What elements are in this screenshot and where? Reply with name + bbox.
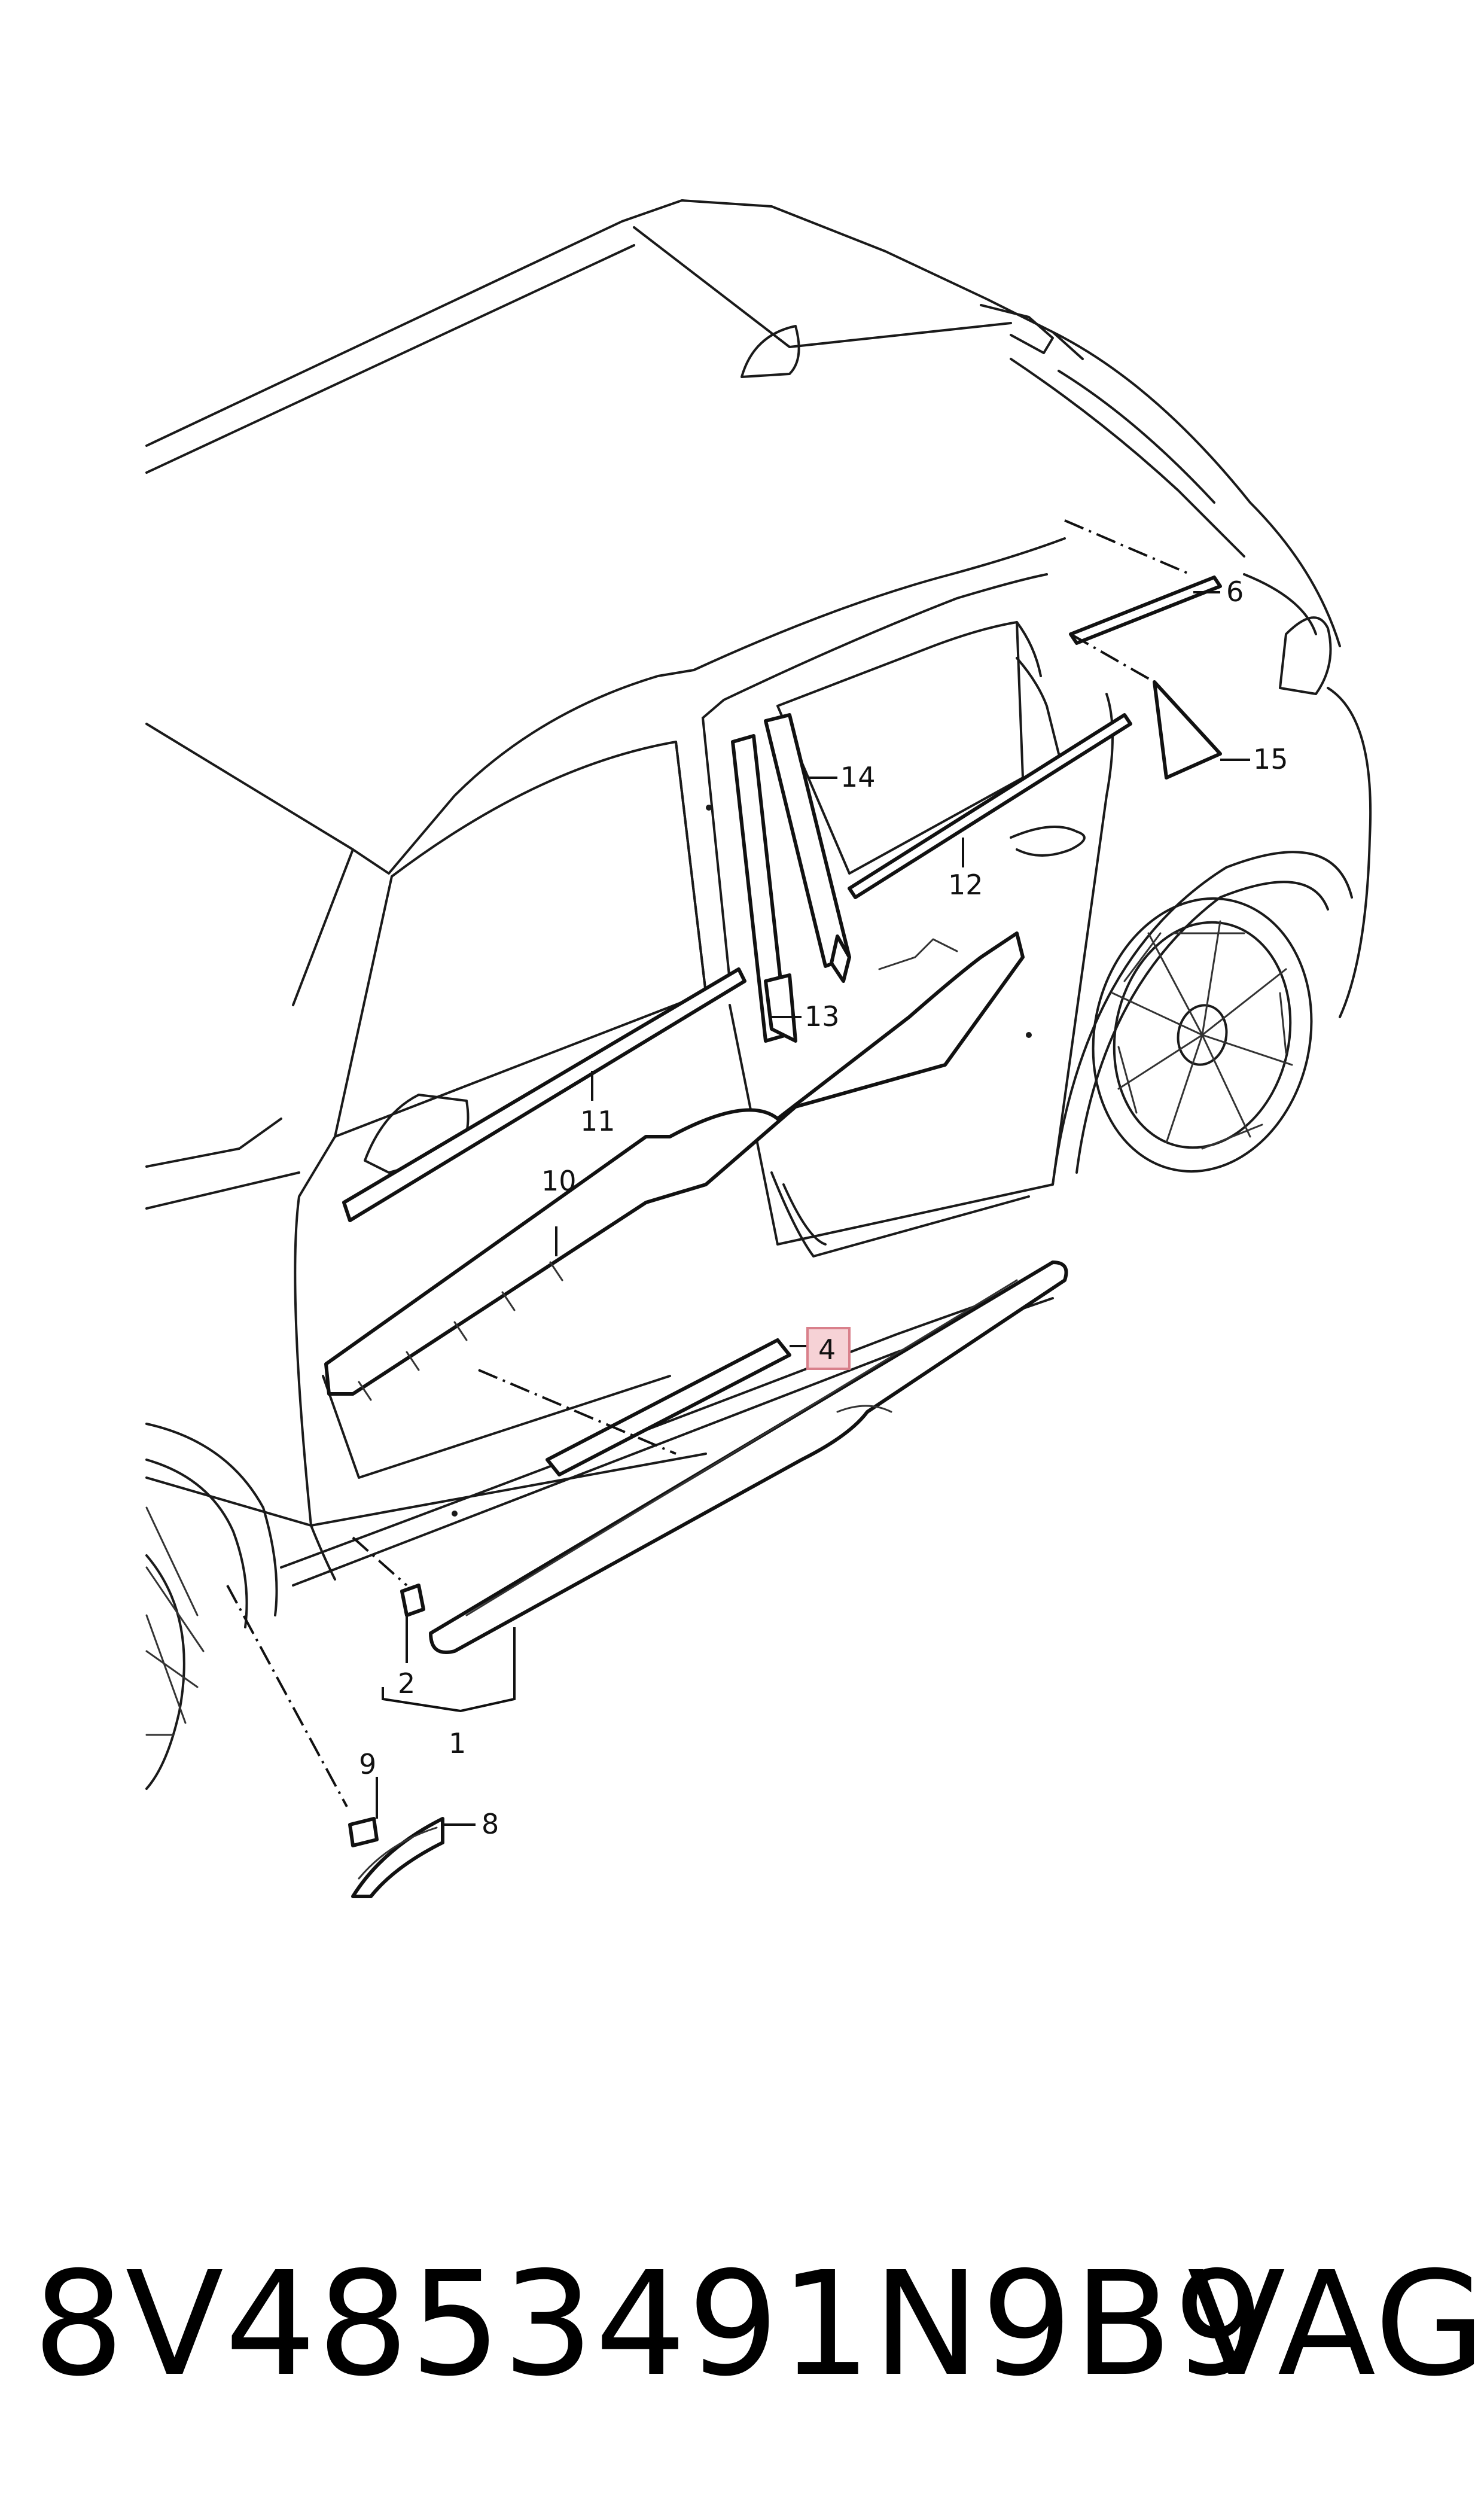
part-9-clip: [226, 1585, 379, 1847]
callout-8: 8: [482, 1808, 499, 1840]
part-2-clip: [352, 1536, 425, 1617]
part-15-triangle-trim: [1070, 633, 1222, 780]
callout-10: 10: [541, 1165, 577, 1197]
callout-13: 13: [805, 1000, 840, 1033]
part-14-pillar-trim-rear: [764, 713, 851, 983]
callout-14: 14: [840, 761, 876, 793]
callout-15: 15: [1253, 743, 1288, 775]
car-body-outline: [145, 199, 1372, 1790]
part-8-wheel-arch-liner: [351, 1817, 444, 1898]
part-6-roof-strip: [1064, 519, 1222, 645]
callout-4-highlight: [806, 1327, 851, 1370]
parts-diagram: 6 15 12 14 13 11 10 4 2 1 9 8: [145, 199, 1372, 1898]
part-12-rear-window-strip: [848, 713, 1132, 899]
callout-6: 6: [1226, 576, 1244, 608]
callout-2: 2: [398, 1667, 415, 1700]
callout-9: 9: [359, 1748, 376, 1780]
part-1-side-skirt: [429, 1260, 1068, 1654]
leader-lines: [376, 591, 1250, 1826]
callout-12: 12: [948, 869, 983, 901]
brand-name: VAG: [1187, 2240, 1484, 2408]
part-13-pillar-trim-front: [731, 734, 797, 1043]
part-11-front-window-strip: [342, 967, 746, 1222]
callout-labels: 6 15 12 14 13 11 10 4 2 1 9 8: [359, 576, 1288, 1840]
callout-1: 1: [449, 1727, 466, 1759]
callout-11: 11: [580, 1105, 615, 1137]
callout-4: 4: [818, 1333, 836, 1366]
footer: 8V4853491N9B9 VAG: [0, 2225, 1484, 2423]
part-number: 8V4853491N9B9: [33, 2240, 1266, 2408]
part-4-door-sill-plate: [478, 1338, 791, 1476]
part-10-sill-trim: [324, 931, 1025, 1401]
